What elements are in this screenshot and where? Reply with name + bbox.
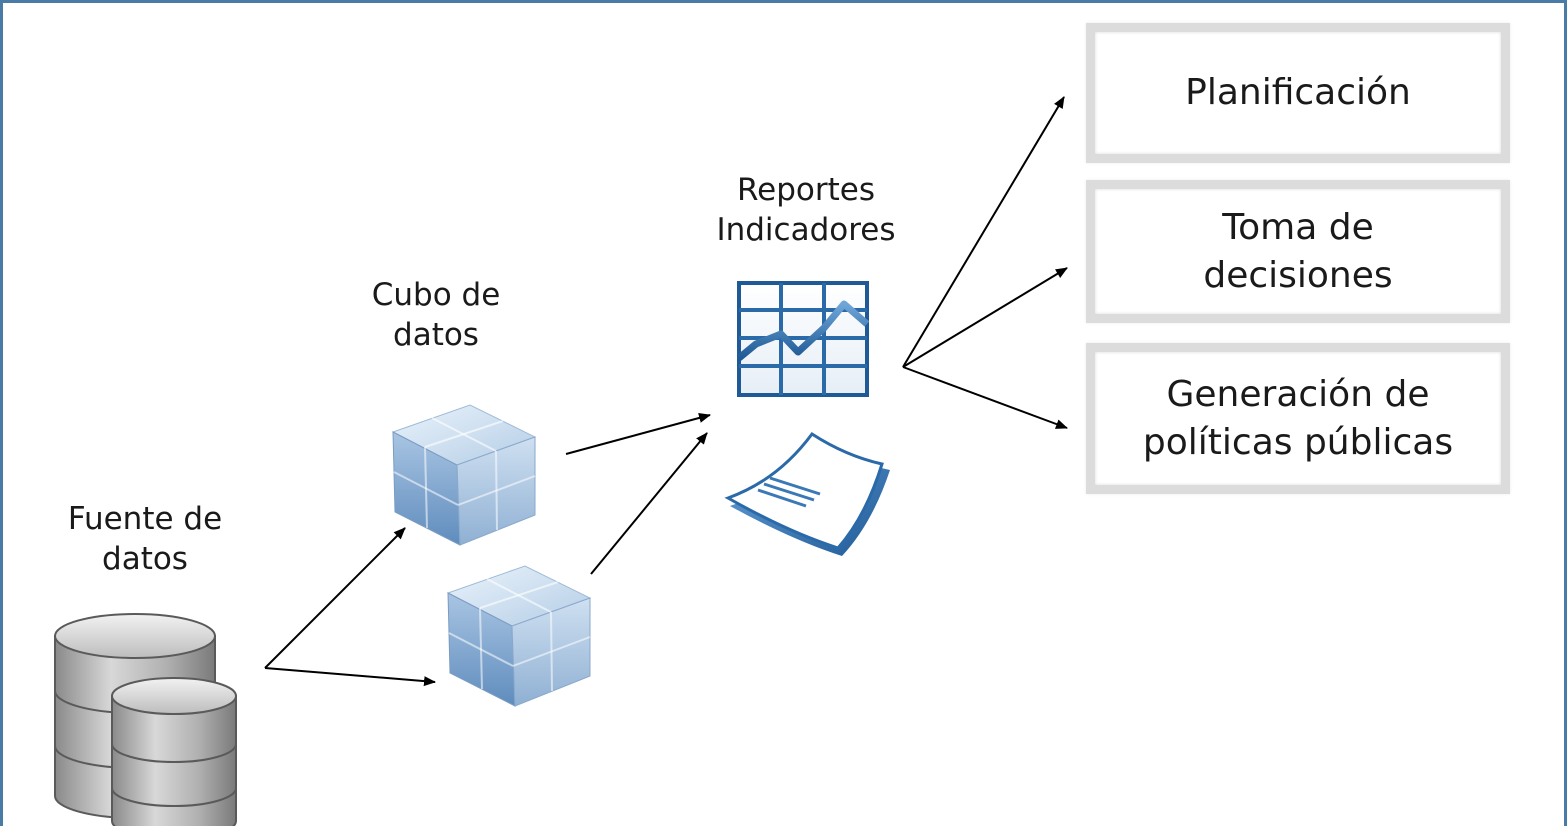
reportes-label-line2: Indicadores	[716, 212, 896, 248]
arrow-reports-to-planificacion	[902, 96, 1065, 368]
cube-icon-top	[391, 404, 537, 546]
database-icon	[54, 613, 237, 826]
arrow-reports-to-generacion	[902, 366, 1068, 429]
toma-decisiones-text: Toma de decisiones	[1193, 204, 1402, 300]
planificacion-box: Planificación	[1086, 23, 1510, 163]
cubo-label-line1: Cubo de	[371, 277, 501, 313]
arrow-cube-top-to-reports	[565, 413, 711, 455]
fuente-label: Fuente de datos	[45, 499, 245, 579]
fuente-label-line2: datos	[102, 541, 188, 577]
cubo-label-line2: datos	[393, 317, 479, 353]
cube-icon-bottom	[446, 565, 592, 707]
reportes-label-line1: Reportes	[737, 172, 875, 208]
politicas-publicas-box: Generación de políticas públicas	[1086, 343, 1510, 494]
fuente-label-line1: Fuente de	[67, 501, 223, 537]
arrow-db-to-cube-top	[264, 527, 406, 669]
reportes-label: Reportes Indicadores	[678, 170, 934, 250]
generacion-line2: políticas públicas	[1142, 421, 1454, 463]
arrow-db-to-cube-bottom	[264, 667, 436, 687]
toma-line1: Toma de	[1222, 206, 1374, 248]
toma-decisiones-box: Toma de decisiones	[1086, 180, 1510, 323]
toma-line2: decisiones	[1203, 254, 1393, 296]
database-front-cylinder	[111, 677, 237, 826]
planificacion-text: Planificación	[1185, 72, 1411, 113]
arrow-cube-bottom-to-reports	[590, 432, 708, 575]
chart-grid-icon	[736, 281, 870, 397]
arrow-reports-to-toma	[902, 267, 1068, 368]
cubo-label: Cubo de datos	[336, 275, 536, 355]
politicas-publicas-text: Generación de políticas públicas	[1133, 371, 1463, 467]
document-stack-icon	[724, 431, 890, 556]
generacion-line1: Generación de	[1166, 373, 1430, 415]
